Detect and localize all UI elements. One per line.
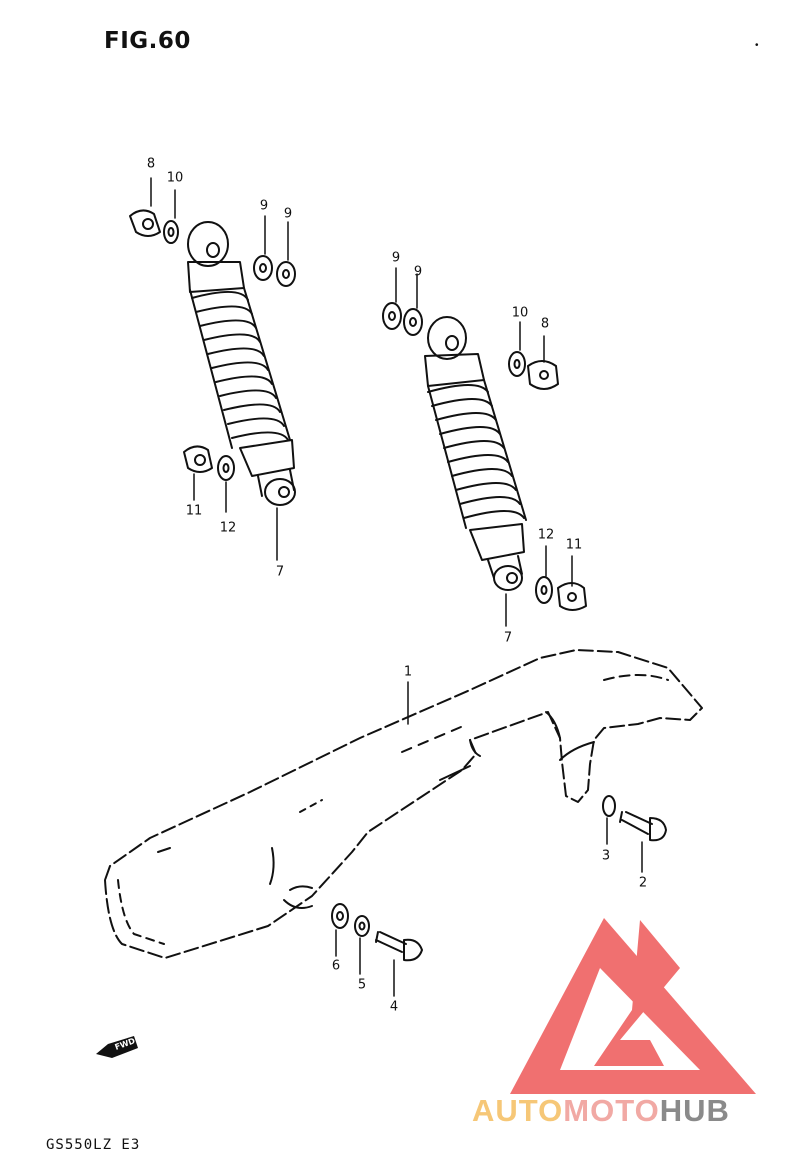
callout-12-left: 12 — [219, 520, 237, 536]
washer-12-left — [217, 455, 235, 481]
callout-10-right: 10 — [511, 305, 529, 321]
washer-9-left-a — [253, 255, 273, 281]
washer-9-left-b — [276, 261, 296, 287]
shock-absorber-left — [187, 221, 296, 506]
callout-10-left: 10 — [166, 170, 184, 186]
washer-6 — [331, 903, 349, 929]
figure-title: FIG.60 — [104, 28, 191, 54]
callout-11-right: 11 — [565, 537, 583, 553]
washer-10-left — [163, 220, 179, 244]
washer-9-right-b — [403, 308, 423, 336]
washer-12-right — [535, 576, 553, 604]
callout-7-left: 7 — [275, 564, 285, 580]
washer-3 — [602, 795, 616, 817]
callout-5: 5 — [357, 977, 367, 993]
nut-11-right — [557, 582, 587, 611]
callout-9-left-a: 9 — [259, 198, 269, 214]
callout-1: 1 — [403, 664, 413, 680]
washer-9-right-a — [382, 302, 402, 330]
automotohub-logo-mark — [510, 918, 756, 1094]
callout-2: 2 — [638, 875, 648, 891]
callout-9-right-b: 9 — [413, 264, 423, 280]
watermark-part-auto: AUTO — [472, 1093, 564, 1128]
callout-8-left: 8 — [146, 156, 156, 172]
chain-case — [104, 649, 703, 959]
bolt-4 — [375, 931, 423, 962]
callout-11-left: 11 — [185, 503, 203, 519]
callout-8-right: 8 — [540, 316, 550, 332]
nut-8-right — [527, 360, 559, 390]
nut-8-left — [129, 209, 161, 237]
watermark-part-hub: HUB — [659, 1093, 730, 1128]
callout-3: 3 — [601, 848, 611, 864]
washer-10-right — [508, 351, 526, 377]
callout-4: 4 — [389, 999, 399, 1015]
callout-6: 6 — [331, 958, 341, 974]
callout-12-right: 12 — [537, 527, 555, 543]
nut-11-left — [183, 445, 213, 473]
callout-7-right: 7 — [503, 630, 513, 646]
watermark-part-moto: MOTO — [563, 1093, 660, 1128]
callout-9-left-b: 9 — [283, 206, 293, 222]
washer-5 — [354, 915, 370, 937]
bolt-2 — [619, 811, 667, 842]
forward-arrow-icon: FWD — [96, 1036, 138, 1058]
shock-absorber-right — [424, 316, 527, 591]
automotohub-watermark-text: AUTOMOTOHUB — [472, 1093, 730, 1129]
callout-9-right-a: 9 — [391, 250, 401, 266]
leader-lines — [150, 177, 643, 997]
edge-mark: • — [755, 40, 759, 51]
model-code: GS550LZ E3 — [46, 1137, 141, 1153]
